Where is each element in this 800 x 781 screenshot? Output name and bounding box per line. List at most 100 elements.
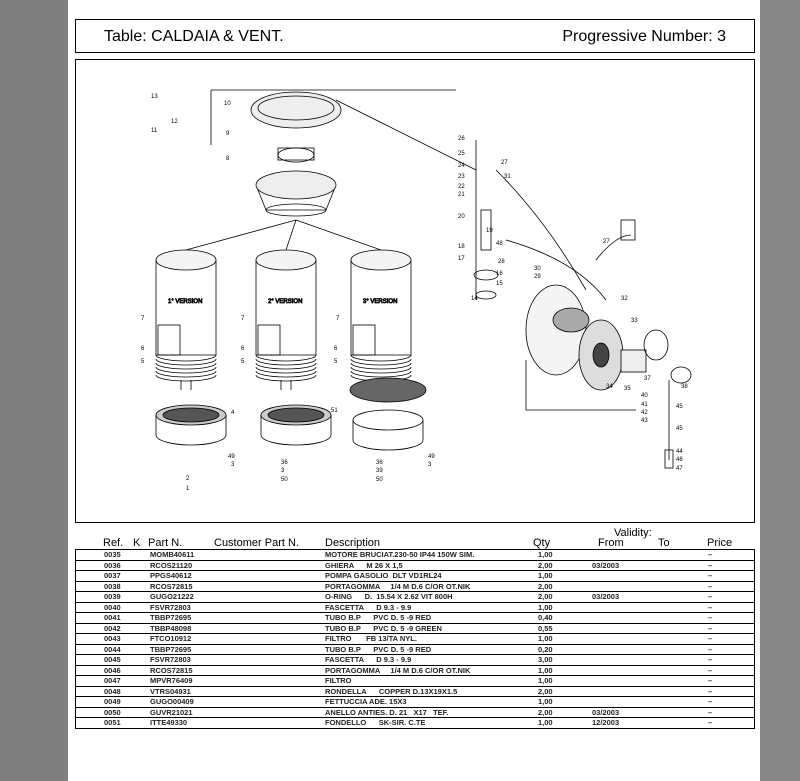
cell-desc: FONDELLO SK-SIR. C.TE	[325, 718, 426, 727]
cell-ref: 0041	[104, 613, 121, 622]
version-label: 2° VERSION	[268, 299, 302, 305]
cell-desc: O-RING D. 15.54 X 2.62 VIT 800H	[325, 592, 453, 601]
cell-desc: PORTAGOMMA 1/4 M D.6 C/OR OT.NIK	[325, 665, 471, 675]
cell-part: FSVR72803	[150, 602, 191, 612]
part-callout: 4	[231, 410, 235, 416]
cell-ref: 0036	[104, 560, 121, 570]
cell-ref: 0039	[104, 592, 121, 601]
cell-price: –	[708, 581, 713, 591]
cell-qty: 2,00	[538, 686, 553, 696]
progressive-number: Progressive Number: 3	[562, 28, 726, 45]
cell-price: –	[708, 676, 713, 685]
col-price: Price	[707, 537, 733, 549]
cell-part: MPVR76409	[150, 676, 193, 685]
cell-ref: 0037	[104, 571, 121, 580]
part-callout: 5	[334, 359, 338, 365]
part-callout: 26	[458, 136, 465, 142]
part-callout: 6	[141, 346, 145, 352]
cell-part: TBBP72695	[150, 613, 192, 622]
cell-qty: 0,20	[538, 644, 553, 654]
cell-price: –	[708, 686, 713, 696]
part-callout: 7	[141, 316, 145, 322]
burner-cylinder: 3° VERSION	[350, 249, 412, 390]
cell-desc: TUBO B.P PVC D. 5 -9 RED	[325, 644, 432, 654]
part-callout: 32	[621, 296, 628, 302]
cell-part: FSVR72803	[150, 655, 191, 664]
part-callout: 21	[458, 192, 465, 198]
cell-desc: FETTUCCIA ADE. 15X3	[325, 697, 407, 706]
cell-price: –	[708, 560, 713, 570]
part-callout: 1	[186, 486, 190, 492]
part-callout: 33	[631, 318, 638, 324]
cell-qty: 2,00	[538, 581, 553, 591]
part-callout: 31	[504, 174, 511, 180]
cell-ref: 0038	[104, 581, 121, 591]
table-row[interactable]: 0046 RCOS72815 PORTAGOMMA 1/4 M D.6 C/OR O…	[75, 665, 755, 676]
cell-from: 03/2003	[592, 560, 620, 570]
cell-qty: 1,00	[538, 676, 553, 685]
cell-from: 03/2003	[592, 707, 620, 717]
part-callout: 27	[501, 160, 508, 166]
part-callout: 3	[281, 468, 285, 474]
cell-desc: GHIERA M 26 X 1,5	[325, 560, 403, 570]
cell-price: –	[708, 707, 713, 717]
cell-price: –	[708, 592, 713, 601]
exploded-diagram: 1° VERSION 2° VERSION 3° VERSION	[75, 59, 755, 523]
cell-qty: 1,00	[538, 571, 553, 580]
cell-ref: 0042	[104, 623, 121, 633]
cell-part: PPGS40612	[150, 571, 192, 580]
part-callout: 29	[534, 274, 541, 280]
table-title: Table: CALDAIA & VENT.	[104, 28, 284, 45]
part-callout: 16	[496, 271, 503, 277]
cell-ref: 0051	[104, 718, 121, 727]
cell-part: TBBP72695	[150, 644, 192, 654]
cell-ref: 0040	[104, 602, 121, 612]
part-callout: 6	[334, 346, 338, 352]
part-callout: 28	[498, 259, 505, 265]
part-callout: 15	[496, 281, 503, 287]
cell-qty: 2,00	[538, 560, 553, 570]
version-label: 1° VERSION	[168, 299, 202, 305]
cell-part: FTCO10912	[150, 634, 192, 643]
cell-ref: 0043	[104, 634, 121, 643]
part-callout: 3	[231, 462, 235, 468]
col-customer-part: Customer Part N.	[214, 537, 299, 549]
cell-price: –	[708, 602, 713, 612]
cell-price: –	[708, 634, 713, 643]
col-k: K	[133, 537, 141, 549]
part-callout: 50	[281, 477, 288, 483]
part-callout: 22	[458, 184, 465, 190]
cell-price: –	[708, 550, 713, 559]
part-callout: 48	[496, 241, 503, 247]
cell-ref: 0049	[104, 697, 121, 706]
part-callout: 36	[281, 460, 288, 466]
part-callout: 40	[641, 393, 648, 399]
version-label: 3° VERSION	[363, 299, 397, 305]
col-from: From	[598, 537, 624, 549]
cell-from: 12/2003	[592, 718, 620, 727]
cell-desc: FILTRO	[325, 676, 352, 685]
part-callout: 27	[603, 239, 610, 245]
cell-ref: 0046	[104, 665, 121, 675]
part-callout: 24	[458, 163, 465, 169]
cell-part: RCOS72815	[150, 665, 193, 675]
part-callout: 36	[376, 460, 383, 466]
cell-part: ITTE49330	[150, 718, 188, 727]
part-callout: 11	[151, 128, 158, 134]
